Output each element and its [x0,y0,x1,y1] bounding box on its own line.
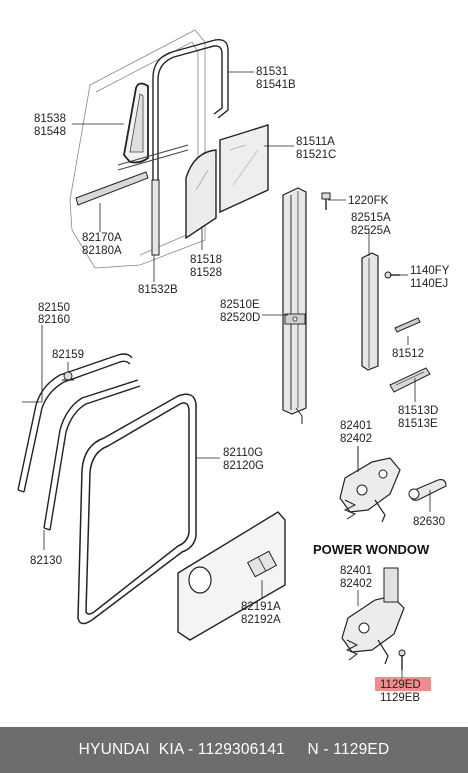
window-regulator-manual[interactable] [339,446,401,523]
callout-82402-manual: 82402 [340,433,372,445]
callout-1129ED[interactable]: 1129ED [380,679,421,691]
callout-82510E: 82510E [220,299,260,311]
callout-82630: 82630 [413,516,445,528]
window-rail-82510E[interactable] [282,187,307,424]
part-number-footer: HYUNDAI KIA - 1129306141 N - 1129ED [0,727,468,773]
door-glass-81518[interactable] [185,149,217,240]
callout-82520D: 82520D [220,312,260,324]
callout-82130: 82130 [30,555,62,567]
weatherstrip-82130[interactable] [43,379,141,531]
window-regulator-power[interactable] [341,567,405,665]
callout-1129EB: 1129EB [380,692,420,704]
strip-81513D[interactable] [389,367,431,393]
callout-82401-power: 82401 [340,565,372,577]
highlight-box [375,677,431,691]
callout-81518: 81518 [190,254,222,266]
callout-82515A: 82515A [351,212,391,224]
callout-82402-power: 82402 [340,578,372,590]
callout-81541B: 81541B [256,79,296,91]
callout-81538: 81538 [34,113,66,125]
callout-82525A: 82525A [351,225,391,237]
callout-82150: 82150 [38,302,70,314]
footer-code: N - 1129ED [307,741,390,758]
callout-82110G: 82110G [223,447,263,459]
callout-82160: 82160 [38,314,70,326]
trim-panel-82191A[interactable] [177,511,286,641]
parts-diagram: 81531 81541B 81538 81548 81511A 81521C 1… [17,29,450,704]
callout-82120G: 82120G [223,460,264,472]
footer-brand: HYUNDAI KIA - 1129306141 [78,741,285,758]
window-handle-82630[interactable] [408,479,447,501]
quarter-glass-81538[interactable] [123,82,149,164]
bolt-1220FK[interactable] [321,192,331,210]
bolt-1129ED[interactable] [398,649,406,670]
belt-molding [117,144,189,171]
callout-82170A: 82170A [82,232,122,244]
callout-81513D: 81513D [398,405,438,417]
leader-lines [22,71,431,678]
callout-81528: 81528 [190,267,222,279]
glass-channel-82515A[interactable] [361,252,379,371]
callout-81511A: 81511A [296,136,335,148]
callout-1140EJ: 1140EJ [410,278,448,290]
callout-82159: 82159 [52,349,84,361]
callout-82191A: 82191A [241,601,281,613]
channel-81532B[interactable] [151,179,160,256]
callout-82180A: 82180A [82,245,122,257]
callout-81548: 81548 [34,126,66,138]
door-seal-82110G[interactable] [77,393,197,625]
callout-1220FK: 1220FK [348,195,389,207]
door-glass-81511A[interactable] [219,124,269,214]
callout-1140FY: 1140FY [410,265,450,277]
callout-81521C: 81521C [296,149,336,161]
power-window-heading: POWER WONDOW [313,542,430,557]
weatherstrip-82150[interactable] [17,353,133,493]
callout-81532B: 81532B [138,284,178,296]
callout-82192A: 82192A [241,614,281,626]
callout-81531: 81531 [256,66,288,78]
callout-81513E: 81513E [398,418,438,430]
callout-82401-manual: 82401 [340,420,372,432]
strip-81512[interactable] [394,317,421,333]
screw-1140FY[interactable] [384,271,400,279]
callout-81512: 81512 [392,348,424,360]
weatherstrip-82170A[interactable] [75,171,149,206]
